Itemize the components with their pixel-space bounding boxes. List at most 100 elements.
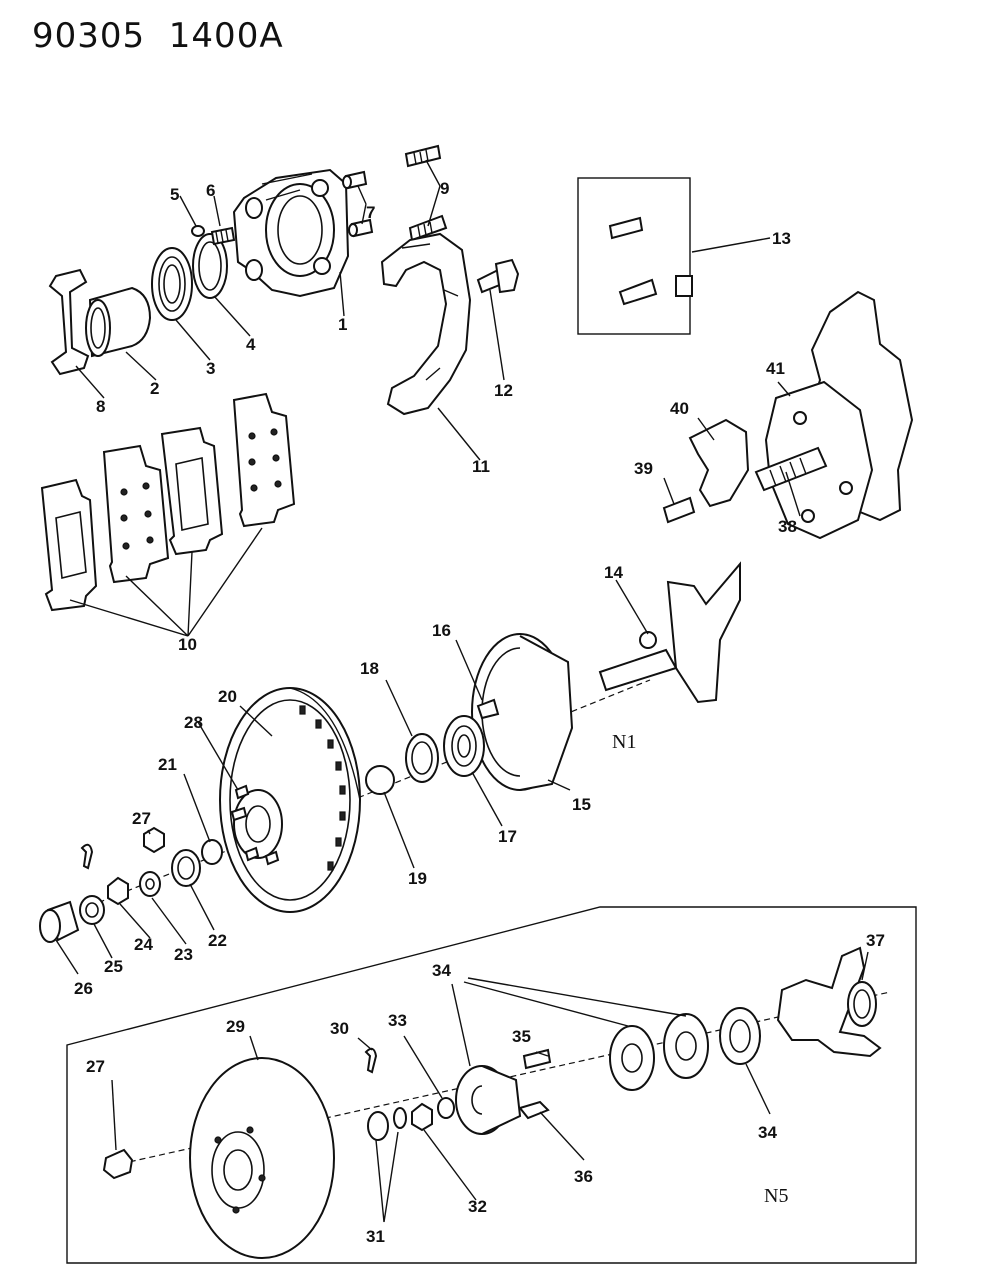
part-n5-bearing-flange-1[interactable] bbox=[609, 1025, 655, 1091]
callout-5: 5 bbox=[170, 185, 179, 204]
part-dust-boot[interactable] bbox=[151, 247, 193, 321]
part-n5-hub[interactable] bbox=[455, 1065, 522, 1135]
part-guide-pin-upper[interactable] bbox=[404, 144, 442, 168]
part-n5-hub-nut[interactable] bbox=[411, 1102, 433, 1132]
callout-32: 32 bbox=[468, 1197, 487, 1216]
part-bracket-bolt[interactable] bbox=[662, 496, 696, 524]
callout-22: 22 bbox=[208, 931, 227, 950]
callout-11: 11 bbox=[472, 457, 490, 476]
knuckle-assembly bbox=[662, 290, 914, 540]
part-piston[interactable] bbox=[85, 286, 152, 358]
part-n5-bearing[interactable] bbox=[719, 1007, 761, 1065]
part-n5-nut-retainer[interactable] bbox=[367, 1107, 407, 1141]
callout-7: 7 bbox=[366, 203, 375, 222]
part-thrust-washer[interactable] bbox=[139, 871, 161, 897]
callout-2: 2 bbox=[150, 379, 159, 398]
callout-34-right: 34 bbox=[758, 1123, 777, 1142]
part-kit-pin-lower[interactable] bbox=[618, 278, 658, 306]
callout-37: 37 bbox=[866, 931, 885, 950]
part-caliper-bolt[interactable] bbox=[342, 170, 368, 190]
part-nut-lock[interactable] bbox=[79, 895, 105, 925]
part-cotter-pin[interactable] bbox=[80, 843, 94, 870]
callout-40: 40 bbox=[670, 399, 689, 418]
callout-13: 13 bbox=[772, 229, 791, 248]
part-adapter-bracket[interactable] bbox=[688, 418, 750, 508]
part-n5-rotor[interactable] bbox=[189, 1057, 335, 1259]
callout-35: 35 bbox=[512, 1027, 531, 1046]
callout-31: 31 bbox=[366, 1227, 385, 1246]
part-spindle-shaft[interactable] bbox=[598, 631, 678, 692]
callout-3: 3 bbox=[206, 359, 215, 378]
part-grease-seal[interactable] bbox=[365, 765, 395, 795]
callout-labels: 1 2 3 4 5 6 7 8 9 10 11 12 13 14 15 16 1… bbox=[74, 179, 885, 1246]
note-n5: N5 bbox=[764, 1185, 788, 1207]
n5-inset bbox=[66, 906, 917, 1264]
part-wheel-studs[interactable] bbox=[230, 784, 280, 866]
brake-pads bbox=[40, 392, 296, 612]
callout-6: 6 bbox=[206, 181, 215, 200]
callout-10: 10 bbox=[178, 635, 197, 654]
part-brake-pad-3[interactable] bbox=[160, 426, 224, 556]
callout-9: 9 bbox=[440, 179, 449, 198]
part-kit-pin-upper[interactable] bbox=[608, 216, 644, 240]
hub-rotor-assembly bbox=[39, 561, 741, 943]
drawing-code-right: 1400A bbox=[168, 16, 284, 56]
callout-14: 14 bbox=[604, 563, 623, 582]
part-outer-wheel-bearing[interactable] bbox=[171, 849, 201, 887]
drawing-code-left: 90305 bbox=[32, 16, 146, 56]
callout-41: 41 bbox=[766, 359, 785, 378]
part-n5-cotter-pin[interactable] bbox=[364, 1047, 378, 1074]
part-caliper-housing[interactable] bbox=[232, 168, 350, 298]
callout-26: 26 bbox=[74, 979, 93, 998]
part-bleeder-cap[interactable] bbox=[191, 225, 205, 237]
callout-38: 38 bbox=[778, 517, 797, 536]
part-n5-washer[interactable] bbox=[437, 1097, 455, 1119]
callout-15: 15 bbox=[572, 795, 591, 814]
part-n5-bolt-lower[interactable] bbox=[518, 1100, 550, 1120]
part-bearing-cone[interactable] bbox=[405, 733, 439, 783]
callout-30: 30 bbox=[330, 1019, 349, 1038]
part-dust-shield[interactable] bbox=[471, 633, 574, 791]
part-spindle-nut[interactable] bbox=[107, 876, 129, 906]
part-brake-pad-4[interactable] bbox=[232, 392, 296, 528]
callout-17: 17 bbox=[498, 827, 517, 846]
callout-12: 12 bbox=[494, 381, 513, 400]
callout-20: 20 bbox=[218, 687, 237, 706]
callout-23: 23 bbox=[174, 945, 193, 964]
part-brake-pad-1[interactable] bbox=[40, 478, 98, 612]
part-steering-arm[interactable] bbox=[666, 561, 741, 704]
part-n5-knuckle[interactable] bbox=[776, 946, 882, 1058]
part-bleeder-screw[interactable] bbox=[210, 226, 236, 246]
callout-27-lower: 27 bbox=[86, 1057, 105, 1076]
part-caliper-bolt-lower[interactable] bbox=[348, 218, 374, 238]
part-brake-rotor[interactable] bbox=[219, 687, 361, 913]
part-n5-bearing-flange-2[interactable] bbox=[663, 1013, 709, 1079]
callout-24: 24 bbox=[134, 935, 153, 954]
part-bearing-outer[interactable] bbox=[443, 715, 485, 777]
caliper-assembly bbox=[48, 144, 520, 416]
part-piston-seal[interactable] bbox=[192, 233, 228, 299]
part-anti-rattle-clip[interactable] bbox=[48, 268, 90, 376]
kit-box-frame bbox=[577, 177, 691, 335]
part-lug-nut[interactable] bbox=[143, 826, 165, 854]
part-kit-bushing[interactable] bbox=[675, 275, 693, 297]
callout-25: 25 bbox=[104, 957, 123, 976]
guide-pin-kit-box bbox=[577, 177, 693, 335]
part-adapter-bolt[interactable] bbox=[476, 258, 520, 294]
part-spindle[interactable] bbox=[754, 446, 828, 492]
callout-1: 1 bbox=[338, 315, 347, 334]
callout-34-left: 34 bbox=[432, 961, 451, 980]
part-brake-pad-2[interactable] bbox=[102, 444, 170, 584]
inset-frame bbox=[66, 906, 917, 1264]
callout-4: 4 bbox=[246, 335, 256, 354]
part-n5-seal[interactable] bbox=[847, 981, 877, 1027]
part-guide-pin-lower[interactable] bbox=[408, 214, 448, 242]
part-caliper-adapter[interactable] bbox=[380, 232, 472, 416]
part-grease-cap[interactable] bbox=[39, 900, 80, 943]
leader-lines bbox=[55, 159, 869, 1223]
callout-39: 39 bbox=[634, 459, 653, 478]
part-shield-bolt[interactable] bbox=[476, 698, 500, 720]
part-bearing-race[interactable] bbox=[201, 839, 223, 865]
part-n5-lug-nut[interactable] bbox=[102, 1148, 134, 1180]
